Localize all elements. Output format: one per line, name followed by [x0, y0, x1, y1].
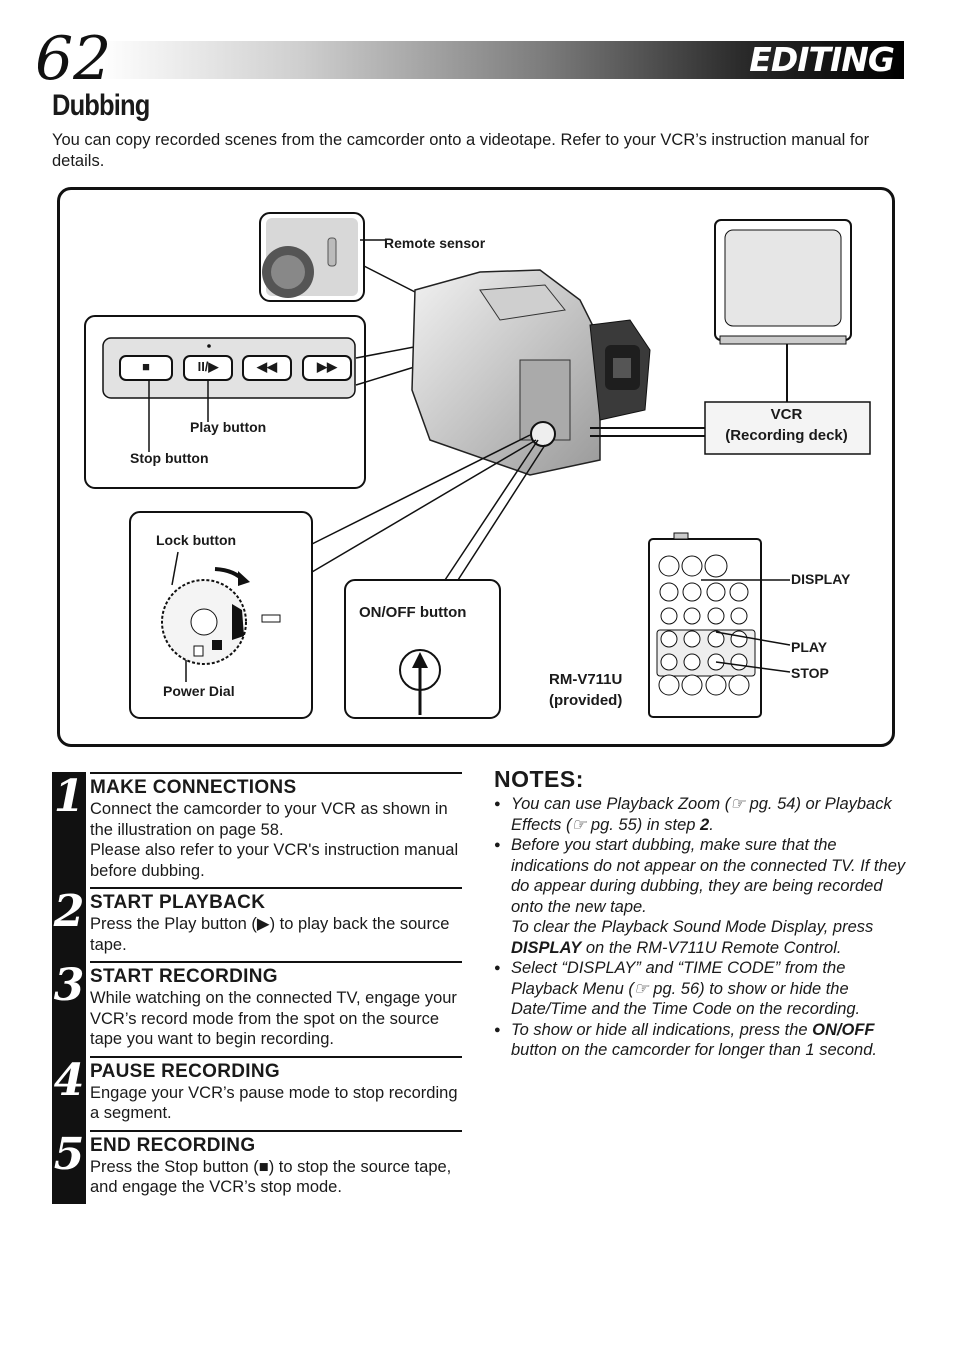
transport-inset [84, 315, 477, 489]
step-text: Press the Stop button (■) to stop the so… [90, 1157, 452, 1197]
dubbing-diagram: Remote sensor Play button Stop button VC… [57, 187, 895, 747]
note-3: Select “DISPLAY” and “TIME CODE” from th… [494, 958, 909, 1020]
remote-model-name: RM-V711U [549, 671, 623, 688]
vcr-label-line1: VCR [770, 406, 803, 423]
note-text: . [709, 815, 714, 834]
step-4: 4 PAUSE RECORDING Engage your VCR’s paus… [52, 1055, 462, 1130]
fast-forward-icon: ▶▶ [317, 359, 337, 374]
step-heading: START PLAYBACK [90, 892, 266, 913]
onoff-inset [344, 439, 546, 719]
step-3: 3 START RECORDING While watching on the … [52, 961, 462, 1056]
tv-vcr-illustration [590, 219, 871, 455]
rewind-icon: ◀◀ [257, 359, 277, 374]
section-title: EDITING [749, 40, 895, 79]
intro-paragraph: You can copy recorded scenes from the ca… [52, 131, 870, 170]
step-number: 2 [52, 887, 86, 961]
step-text: While watching on the connected TV, enga… [90, 989, 457, 1048]
step-1: 1 MAKE CONNECTIONS Connect the camcorder… [52, 772, 462, 887]
note-2: Before you start dubbing, make sure that… [494, 835, 909, 958]
power-dial-label: Power Dial [163, 683, 235, 699]
note-1: You can use Playback Zoom (☞ pg. 54) or … [494, 794, 909, 835]
note-text: To clear the Playback Sound Mode Display… [511, 917, 909, 958]
step-heading: START RECORDING [90, 966, 278, 987]
step-5: 5 END RECORDING Press the Stop button (■… [52, 1129, 462, 1204]
note-text: button on the camcorder for longer than … [511, 1041, 877, 1059]
power-dial-inset [129, 434, 537, 719]
note-text: To clear the Playback Sound Mode Display… [511, 918, 874, 936]
step-number: 3 [52, 961, 86, 1056]
step-heading: END RECORDING [90, 1134, 256, 1156]
note-text: You can use Playback Zoom (☞ pg. 54) or … [511, 795, 892, 834]
step-text: Press the Play button (▶) to play back t… [90, 915, 450, 954]
remote-model-label: RM-V711U (provided) [549, 669, 622, 711]
display-button-label: DISPLAY [791, 571, 851, 587]
note-4: To show or hide all indications, press t… [494, 1020, 909, 1061]
steps-list: 1 MAKE CONNECTIONS Connect the camcorder… [52, 772, 462, 1204]
page-title: Dubbing [52, 89, 150, 122]
diagram-illustration [84, 212, 871, 719]
camcorder-illustration [411, 269, 651, 476]
step-number: 4 [52, 1055, 86, 1130]
header-bar [98, 41, 904, 79]
note-emphasis: ON/OFF [812, 1020, 875, 1039]
onoff-button-label: ON/OFF button [359, 604, 467, 621]
play-pause-icon: II/▶ [197, 359, 219, 374]
note-text: Before you start dubbing, make sure that… [511, 836, 906, 916]
step-number: 5 [52, 1129, 86, 1204]
remote-sensor-label: Remote sensor [384, 235, 486, 251]
step-text: Engage your VCR’s pause mode to stop rec… [90, 1083, 458, 1123]
play-button-label: Play button [190, 419, 267, 435]
note-text: on the RM-V711U Remote Control. [581, 938, 842, 957]
remote-stop-label: STOP [791, 665, 829, 681]
remote-provided-note: (provided) [549, 692, 623, 709]
notes-section: NOTES: You can use Playback Zoom (☞ pg. … [494, 764, 909, 1061]
step-heading: PAUSE RECORDING [90, 1060, 280, 1082]
remote-control-illustration [648, 532, 791, 718]
step-text: Connect the camcorder to your VCR as sho… [90, 800, 459, 880]
remote-play-label: PLAY [791, 639, 828, 655]
remote-sensor-inset [259, 212, 416, 302]
stop-icon: ■ [142, 359, 150, 374]
vcr-label-line2: (Recording deck) [725, 427, 848, 444]
lock-button-label: Lock button [156, 532, 237, 548]
notes-title: NOTES: [494, 766, 584, 792]
note-emphasis: 2 [700, 815, 710, 834]
step-number: 1 [52, 772, 86, 887]
note-emphasis: DISPLAY [511, 938, 582, 957]
step-2: 2 START PLAYBACK Press the Play button (… [52, 887, 462, 961]
stop-button-label: Stop button [130, 450, 209, 466]
page-number: 62 [35, 24, 112, 94]
vcr-label: VCR (Recording deck) [709, 404, 864, 446]
note-text: To show or hide all indications, press t… [511, 1020, 813, 1039]
step-heading: MAKE CONNECTIONS [90, 777, 297, 798]
